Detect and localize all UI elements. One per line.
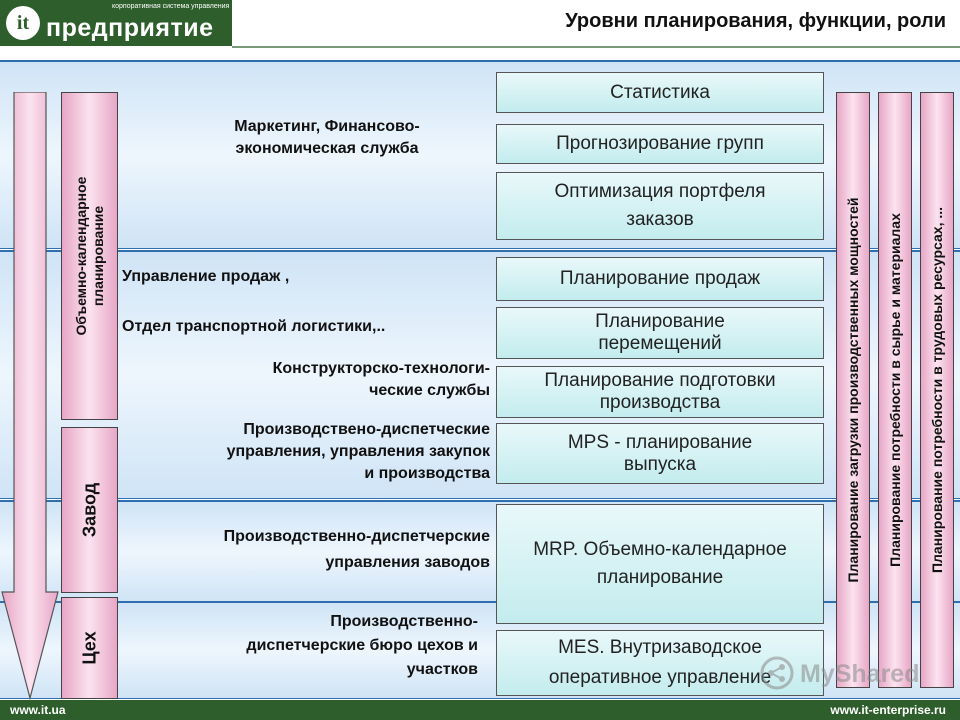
plant-label: Завод [61, 427, 118, 593]
logo-mark-icon: it [6, 6, 40, 40]
function-statistics-text: Статистика [610, 81, 710, 103]
function-sales-planning-text: Планирование продаж [559, 268, 761, 289]
dept-plant-dispatch: Производственно-диспетчерские управления… [223, 528, 490, 571]
function-mps: MPS - планирование выпуска [496, 423, 824, 484]
labor-requirements-column: Планирование потребности в трудовых ресу… [920, 92, 954, 688]
title-divider [232, 46, 960, 48]
dept-transport-logistics: Отдел транспортной логистики,.. [122, 318, 386, 335]
dept-shop-dispatch: Производственно- диспетчерские бюро цехо… [246, 613, 478, 678]
function-mrp: MRP. Объемно-календарное планирование [496, 504, 824, 624]
dept-sales-management: Управление продаж , [122, 268, 290, 285]
dept-production-dispatch: Производствено-диспетческие управления, … [226, 421, 490, 482]
plant-label-text: Завод [79, 482, 99, 538]
function-statistics: Статистика [496, 72, 824, 113]
function-mps-text: MPS - планирование выпуска [567, 431, 753, 475]
function-group-forecasting: Прогнозирование групп [496, 124, 824, 164]
volume-calendar-planning-label: Объемно-календарное планирование [61, 92, 118, 420]
function-movement-planning-text: Планирование перемещений [595, 311, 725, 354]
dept-design-technology: Конструкторско-технологи- ческие службы [272, 360, 490, 399]
function-sales-planning: Планирование продаж [496, 257, 824, 301]
function-production-preparation-planning-text: Планирование подготовки производства [544, 370, 776, 413]
capacity-load-planning-column: Планирование загрузки производственных м… [836, 92, 870, 688]
function-mrp-text: MRP. Объемно-календарное планирование [533, 539, 787, 588]
share-icon [760, 656, 794, 690]
logo-word: предприятие [46, 14, 214, 42]
labor-requirements-text: Планирование потребности в трудовых ресу… [929, 206, 945, 574]
shop-label-text: Цех [79, 631, 99, 665]
function-group-forecasting-text: Прогнозирование групп [556, 133, 764, 154]
capacity-load-planning-text: Планирование загрузки производственных м… [845, 197, 861, 583]
material-requirements-text: Планирование потребности в сырье и матер… [887, 213, 903, 567]
volume-calendar-planning-text: Объемно-календарное планирование [72, 176, 106, 336]
function-movement-planning: Планирование перемещений [496, 307, 824, 359]
logo-subtitle: корпоративная система управления [112, 3, 230, 10]
watermark-text: MyShared [800, 660, 920, 688]
down-arrow-icon [1, 92, 59, 701]
watermark: MyShared [760, 654, 940, 694]
footer: www.it.ua www.it-enterprise.ru [0, 700, 960, 720]
dept-marketing-finance: Маркетинг, Финансово- экономическая служ… [234, 118, 420, 157]
function-portfolio-optimization: Оптимизация портфеля заказов [496, 172, 824, 240]
function-mes-text: MES. Внутризаводское оперативное управле… [548, 637, 772, 688]
material-requirements-column: Планирование потребности в сырье и матер… [878, 92, 912, 688]
page-title: Уровни планирования, функции, роли [565, 10, 946, 32]
logo: it предприятие корпоративная система упр… [0, 0, 232, 46]
function-portfolio-optimization-text: Оптимизация портфеля заказов [554, 181, 766, 230]
shop-label: Цех [61, 597, 118, 699]
footer-link-ua[interactable]: www.it.ua [10, 703, 66, 717]
footer-link-ru[interactable]: www.it-enterprise.ru [830, 703, 946, 717]
function-production-preparation-planning: Планирование подготовки производства [496, 366, 824, 418]
